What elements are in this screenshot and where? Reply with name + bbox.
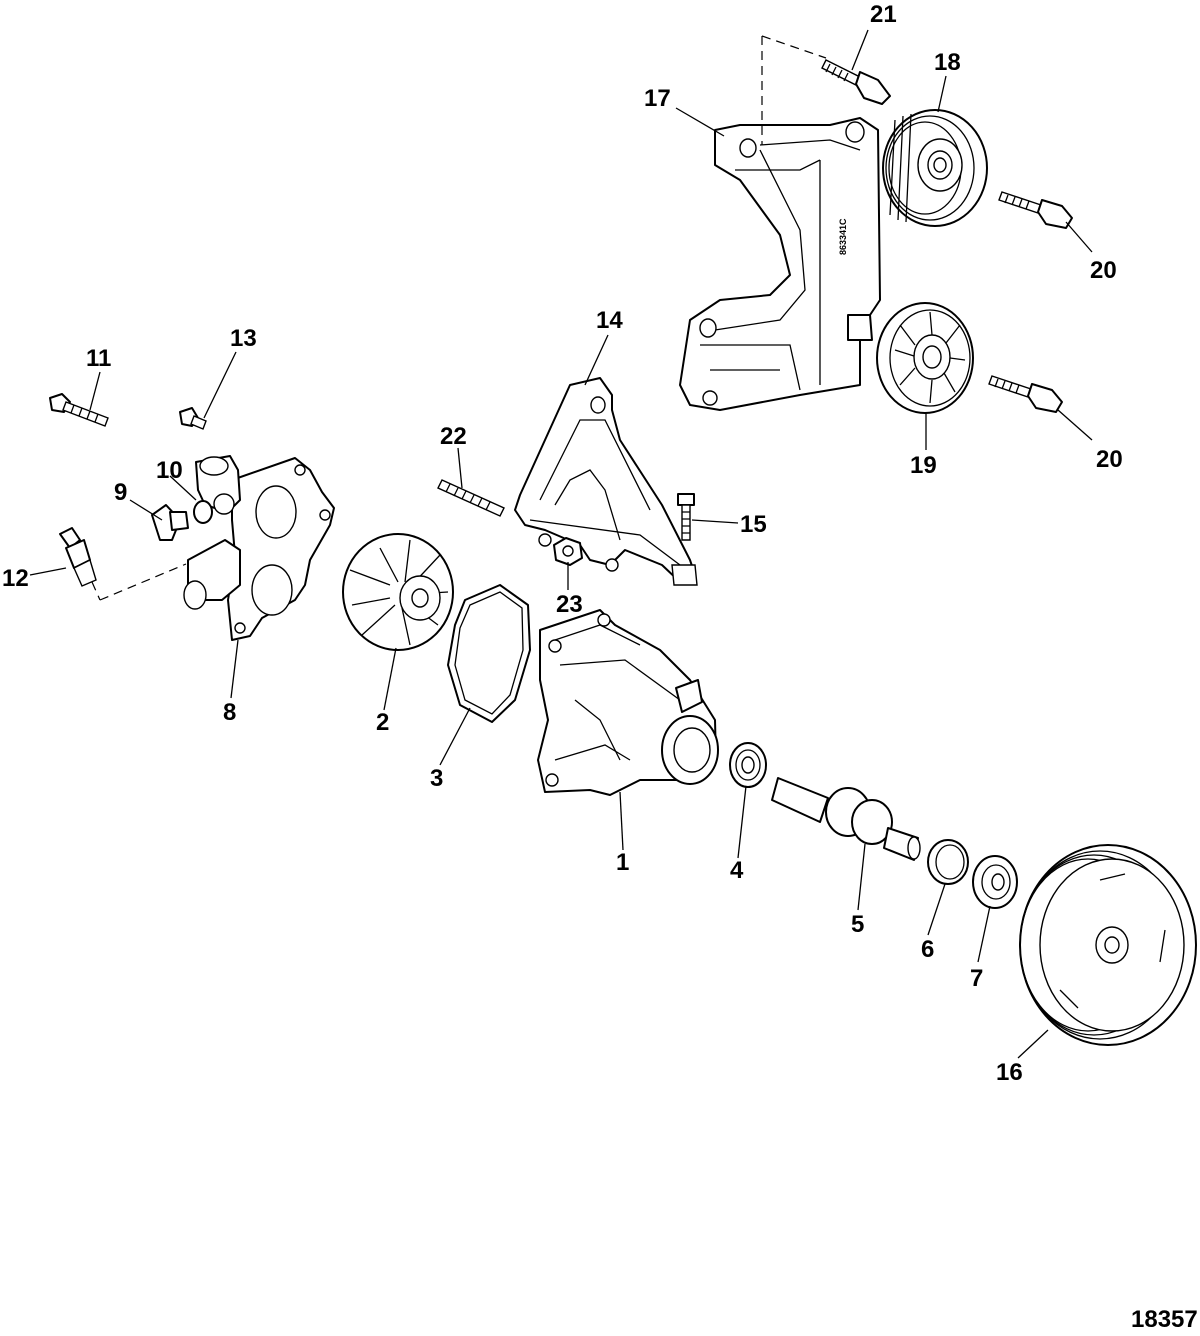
label-part-21: 21	[870, 1, 897, 28]
label-part-19: 19	[910, 452, 937, 479]
label-part-5: 5	[851, 911, 864, 938]
label-part-23: 23	[556, 591, 583, 618]
part-7-seal	[972, 855, 1018, 909]
part-20-bolt-lower	[988, 375, 1063, 413]
label-part-10: 10	[156, 457, 183, 484]
label-part-16: 16	[996, 1059, 1023, 1086]
leader-lines	[29, 29, 1093, 1059]
label-part-22: 22	[440, 423, 467, 450]
part-15-bolt	[677, 493, 695, 541]
part-16-drive-pulley	[1019, 844, 1197, 1046]
part-9-drain-plug	[151, 504, 189, 541]
part-13-bolt	[179, 407, 207, 430]
drawing-reference-number: 18357	[1131, 1306, 1198, 1333]
part-22-stud	[437, 479, 505, 517]
label-part-14: 14	[596, 307, 623, 334]
label-part-9: 9	[114, 479, 127, 506]
part-6-snap-ring	[927, 839, 969, 885]
label-part-6: 6	[921, 936, 934, 963]
part-23-nut	[553, 537, 583, 566]
label-part-20-upper: 20	[1090, 257, 1117, 284]
label-part-3: 3	[430, 765, 443, 792]
label-part-18: 18	[934, 49, 961, 76]
part-3-gasket	[447, 584, 531, 723]
label-part-17: 17	[644, 85, 671, 112]
label-part-20-lower: 20	[1096, 446, 1123, 473]
alignment-dashed-lines	[91, 35, 827, 601]
label-part-11: 11	[86, 345, 111, 372]
part-10-o-ring	[193, 500, 213, 524]
label-part-4: 4	[730, 857, 744, 884]
part-8-pump-cover	[183, 455, 335, 641]
label-part-2: 2	[376, 709, 389, 736]
label-part-15: 15	[740, 511, 767, 538]
label-part-8: 8	[223, 699, 236, 726]
part-21-bolt	[821, 59, 891, 105]
part-17-mounting-bracket: 863341C	[679, 117, 881, 411]
part-1-pump-housing	[537, 609, 719, 796]
part-20-bolt-upper	[998, 191, 1073, 229]
part-12-sensor	[59, 527, 97, 587]
label-part-13: 13	[230, 325, 257, 352]
part-number-labels: 1 2 3 4 5 6 7 8 9 10 11 12 13 14 15 16 1…	[2, 1, 1123, 1086]
part-19-lower-idler-pulley	[876, 302, 974, 414]
part-4-bearing	[729, 742, 767, 788]
bracket-part-number-stamp: 863341C	[838, 218, 848, 255]
part-11-bolt	[49, 393, 109, 427]
label-part-7: 7	[970, 965, 983, 992]
part-5-shaft	[771, 777, 921, 861]
part-14-pump-bracket	[514, 377, 698, 586]
label-part-1: 1	[616, 849, 629, 876]
label-part-12: 12	[2, 565, 29, 592]
part-18-upper-idler-pulley	[882, 109, 988, 227]
part-2-impeller	[342, 533, 454, 651]
